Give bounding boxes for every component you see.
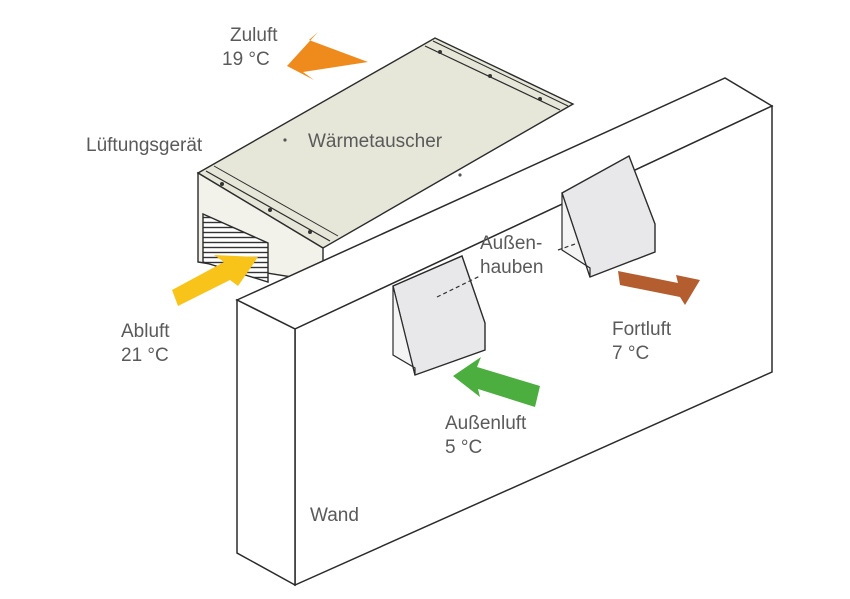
fortluft-temp: 7 °C <box>612 343 650 364</box>
lueftungsgeraet-label: Lüftungsgerät <box>86 135 203 156</box>
aussenhauben-label-line2: hauben <box>480 257 544 278</box>
hood-leader-right <box>557 242 579 251</box>
exterior-hood-right <box>561 154 656 278</box>
aussenluft-label: Außenluft <box>445 413 527 434</box>
wand-label: Wand <box>310 505 359 526</box>
zuluft-temp: 19 °C <box>222 49 270 70</box>
abluft-arrow <box>172 255 258 306</box>
exterior-hood-left <box>392 255 486 376</box>
abluft-temp: 21 °C <box>121 345 169 366</box>
fortluft-label: Fortluft <box>612 319 672 340</box>
aussenluft-temp: 5 °C <box>445 437 483 458</box>
aussenluft-arrow <box>453 357 540 407</box>
zuluft-label: Zuluft <box>230 25 278 46</box>
aussenhauben-label-line1: Außen- <box>480 233 543 254</box>
fortluft-arrow <box>618 271 700 305</box>
waermetauscher-label: Wärmetauscher <box>308 131 443 152</box>
wall-side-face <box>236 298 296 587</box>
hood-leader-left <box>436 275 481 298</box>
zuluft-arrow <box>287 32 368 80</box>
abluft-label: Abluft <box>121 321 170 342</box>
